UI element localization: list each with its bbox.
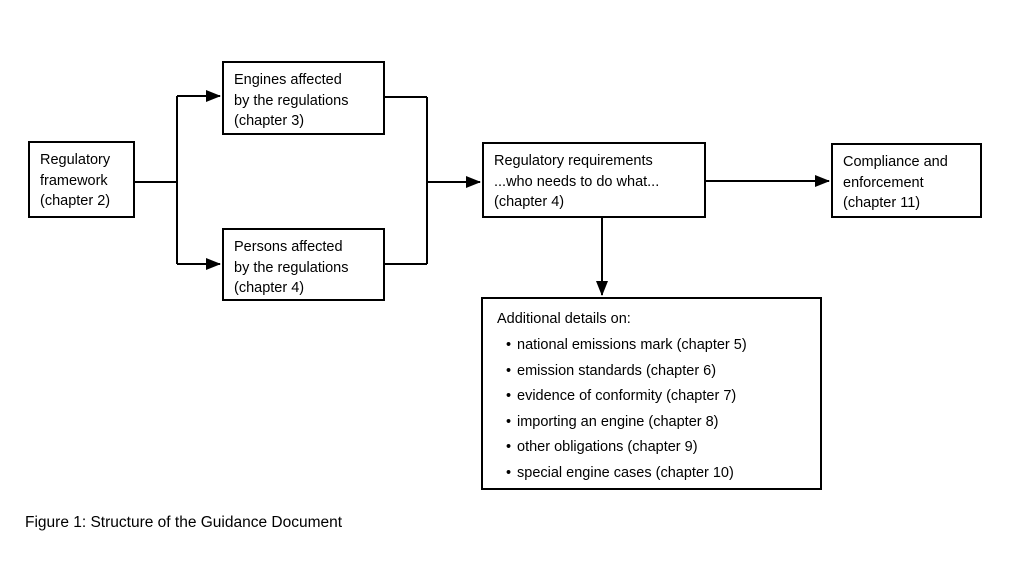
box-text-line: (chapter 4) [234, 280, 305, 296]
list-item-text: national emissions mark (chapter 5) [517, 337, 747, 353]
box-text-line: (chapter 11) [843, 195, 921, 211]
list-item-text: special engine cases (chapter 10) [517, 464, 734, 481]
list-item: • emission standards (chapter 6) [497, 359, 812, 385]
box-additional-details: Additional details on: • national emissio… [481, 297, 822, 490]
box-regulatory-framework: Regulatory framework (chapter 2) [28, 141, 135, 218]
box-text-line: (chapter 3) [234, 113, 305, 129]
bullet-icon: • [506, 337, 512, 353]
bullet-icon: • [506, 439, 512, 455]
box-text-line: Regulatory requirements [494, 153, 653, 169]
box-engines-affected: Engines affected by the regulations (cha… [222, 61, 385, 135]
box-text-line: Persons affected [234, 239, 343, 255]
box-text-line: Compliance and [843, 154, 948, 170]
box-text-line: (chapter 2) [40, 193, 111, 209]
box-persons-affected: Persons affected by the regulations (cha… [222, 228, 385, 301]
box-text-line: Regulatory [40, 152, 111, 168]
list-item: • national emissions mark (chapter 5) [497, 333, 812, 359]
box-text-line: by the regulations [234, 92, 349, 109]
bullet-icon: • [506, 464, 512, 481]
box-text-line: (chapter 4) [494, 194, 565, 210]
additional-details-title: Additional details on: [497, 311, 631, 327]
list-item-text: evidence of conformity (chapter 7) [517, 388, 737, 404]
list-item-text: other obligations (chapter 9) [517, 439, 698, 455]
box-text-line: by the regulations [234, 259, 349, 276]
bullet-icon: • [506, 388, 512, 404]
figure-caption: Figure 1: Structure of the Guidance Docu… [25, 514, 343, 531]
box-text-line: framework [40, 172, 108, 189]
list-item: • evidence of conformity (chapter 7) [497, 384, 812, 410]
list-item: • special engine cases (chapter 10) [497, 461, 812, 487]
list-item-text: emission standards (chapter 6) [517, 362, 717, 379]
box-regulatory-requirements: Regulatory requirements ...who needs to … [482, 142, 706, 218]
list-item: • importing an engine (chapter 8) [497, 410, 812, 436]
list-item: • other obligations (chapter 9) [497, 435, 812, 461]
bullet-icon: • [506, 413, 512, 430]
box-text-line: enforcement [843, 174, 924, 191]
box-compliance-enforcement: Compliance and enforcement (chapter 11) [831, 143, 982, 218]
box-text-line: Engines affected [234, 72, 342, 88]
box-text-line: ...who needs to do what... [494, 173, 660, 190]
bullet-icon: • [506, 362, 512, 379]
list-item-text: importing an engine (chapter 8) [517, 413, 719, 430]
